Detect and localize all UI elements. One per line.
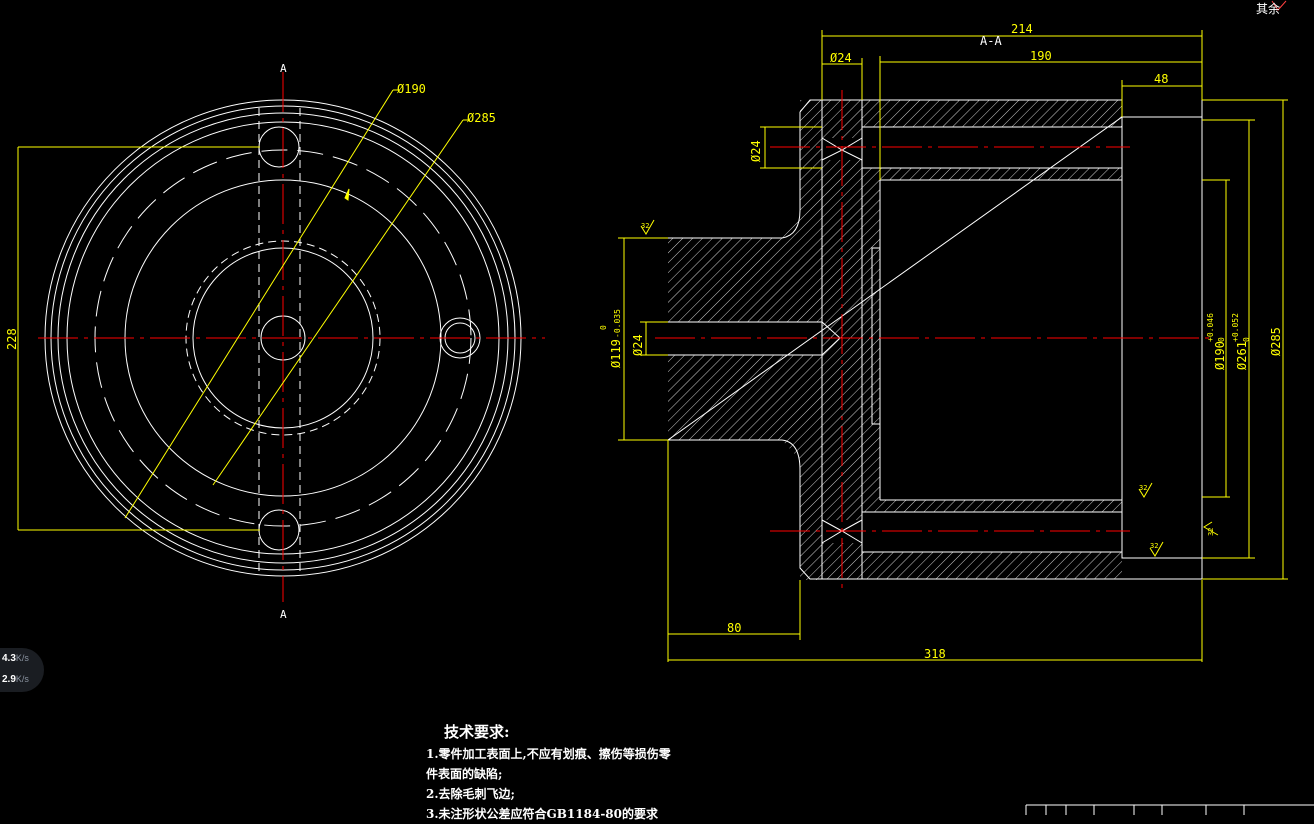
notes-line-2: 件表面的缺陷; — [426, 767, 503, 781]
bolt-hole-top — [258, 126, 300, 168]
notes-line-1: 1.零件加工表面上,不应有划痕、擦伤等损伤零 — [426, 747, 671, 761]
dim-d119-text: Ø119 — [609, 339, 623, 368]
dim-190-text: 190 — [1030, 49, 1052, 63]
section-view: 214 190 48 Ø24 Ø24 Ø119 0 -0.035 Ø24 Ø19… — [599, 22, 1288, 662]
upload-speed: 4.3K/s — [2, 653, 29, 664]
section-centerlines — [655, 90, 1210, 588]
dim-d285-front-text: Ø285 — [467, 111, 496, 125]
roughness-corner-icon — [1271, 0, 1287, 11]
dim-318-text: 318 — [924, 647, 946, 661]
section-mark-bottom: A — [280, 608, 287, 621]
section-title: A-A — [980, 34, 1002, 48]
dim-d190-tol-lower: 0 — [1217, 337, 1226, 342]
roughness-label-2: 32 — [1139, 484, 1147, 492]
dim-leader-285 — [212, 119, 464, 486]
notes-line-3: 2.去除毛刺飞边; — [426, 787, 515, 801]
dim-228-text: 228 — [5, 328, 19, 350]
dim-d24-mid-text: Ø24 — [631, 334, 645, 356]
dim-80-text: 80 — [727, 621, 741, 635]
roughness-label-1: 32 — [641, 222, 649, 230]
dim-d285-section-text: Ø285 — [1269, 327, 1283, 356]
dim-d261-tol-upper: +0.052 — [1231, 313, 1240, 342]
dim-d190-right-text: Ø190 — [1213, 341, 1227, 370]
bolt-hole-bottom — [258, 509, 300, 551]
dim-d119-tol-upper: 0 — [599, 325, 608, 330]
network-speed-widget[interactable]: 4.3K/s 2.9K/s — [0, 648, 44, 692]
dim-48-text: 48 — [1154, 72, 1168, 86]
front-dimensions — [17, 89, 470, 531]
dim-d24-top-text: Ø24 — [830, 51, 852, 65]
dim-d119-tol-lower: -0.035 — [613, 309, 622, 338]
notes-line-4: 3.未注形状公差应符合GB1184-80的要求 — [426, 807, 658, 821]
roughness-label-4: 32 — [1207, 528, 1215, 536]
download-speed: 2.9K/s — [2, 674, 29, 685]
hatch-regions — [668, 100, 1122, 580]
dim-d24-left-text: Ø24 — [749, 140, 763, 162]
roughness-label-3: 32 — [1150, 542, 1158, 550]
section-dimensions — [618, 30, 1288, 662]
section-mark-top: A — [280, 62, 287, 75]
dim-d190-tol-upper: +0.046 — [1206, 313, 1215, 342]
dim-d261-text: Ø261 — [1235, 341, 1249, 370]
title-block-corner — [1025, 804, 1314, 815]
dim-d261-tol-lower: 0 — [1242, 337, 1251, 342]
corner-other-label: 其余 — [1255, 2, 1280, 16]
dim-d190-front-text: Ø190 — [397, 82, 426, 96]
notes-title: 技术要求: — [444, 723, 510, 741]
dim-214-text: 214 — [1011, 22, 1033, 36]
technical-requirements: 技术要求: 1.零件加工表面上,不应有划痕、擦伤等损伤零 件表面的缺陷; 2.去… — [426, 722, 671, 824]
front-centerlines — [38, 72, 545, 602]
dim-leader-190 — [124, 89, 394, 519]
